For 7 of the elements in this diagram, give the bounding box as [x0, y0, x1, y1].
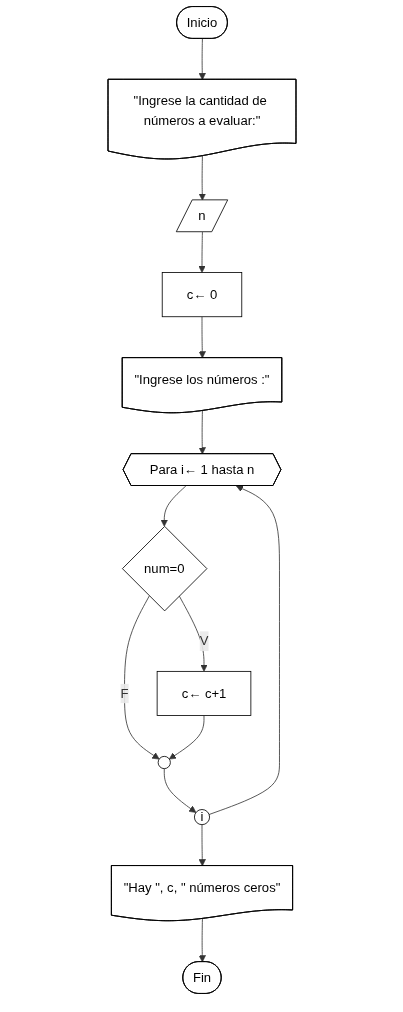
node-circle: i: [193, 809, 210, 826]
edge-label: V: [199, 633, 208, 648]
edge-label: F: [120, 686, 129, 700]
node-box: c← c+1: [156, 670, 251, 716]
node-diamond: num=0: [121, 525, 207, 612]
node-circle: [157, 755, 171, 770]
node-box: c← 0: [161, 272, 242, 318]
